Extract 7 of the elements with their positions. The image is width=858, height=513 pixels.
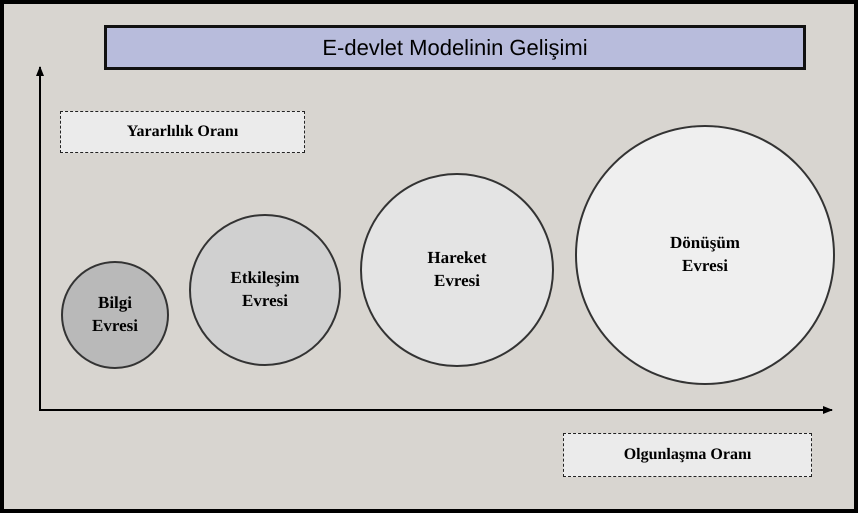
stage-label: Dönüşüm Evresi bbox=[669, 232, 741, 277]
title-banner: E-devlet Modelinin Gelişimi bbox=[104, 25, 806, 70]
axis-label-box: Yararlılık Oranı bbox=[60, 111, 305, 153]
stage-label: Hareket Evresi bbox=[426, 247, 488, 292]
axis-label-box: Olgunlaşma Oranı bbox=[563, 433, 812, 477]
stage-label: Etkileşim Evresi bbox=[230, 267, 300, 312]
stage-label: Bilgi Evresi bbox=[91, 292, 139, 337]
